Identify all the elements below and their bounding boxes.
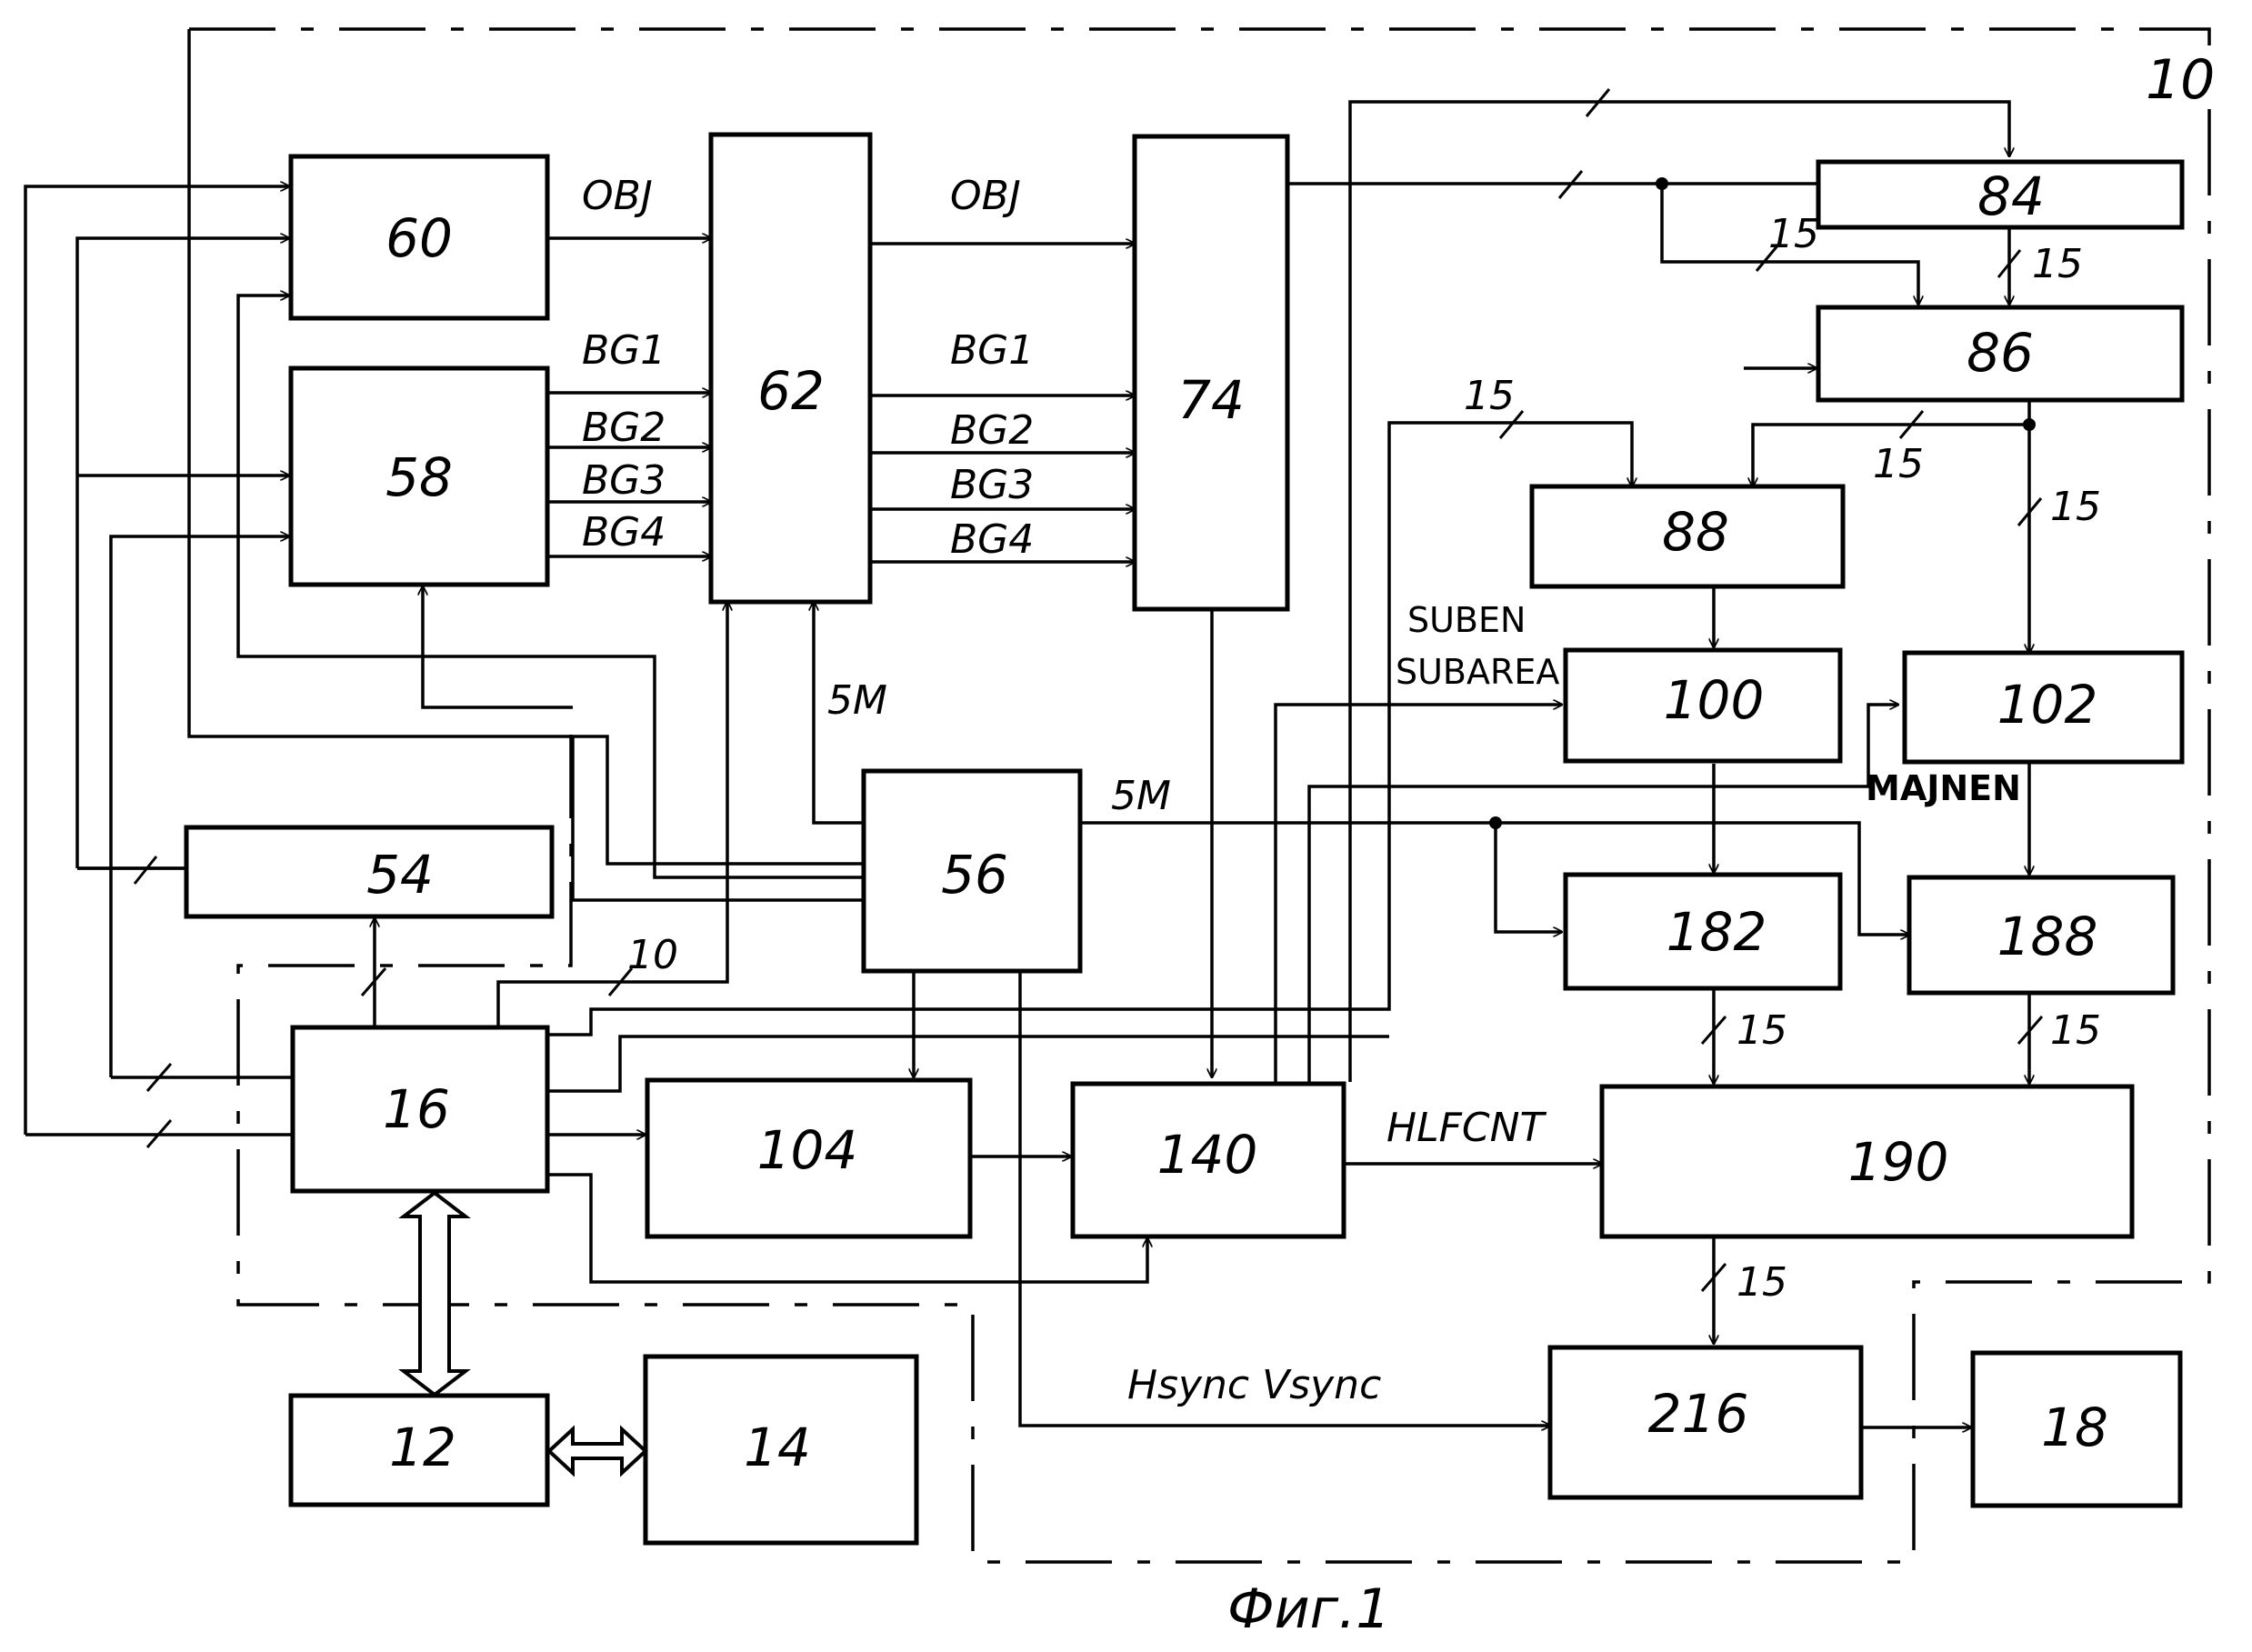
block-14: 14: [646, 1357, 916, 1543]
width-216: 15: [1737, 1259, 1787, 1306]
width-86: 15: [2032, 241, 2083, 287]
label-bg2-in: BG2: [582, 405, 666, 451]
width-188: 15: [2050, 1007, 2101, 1054]
block-74: 74: [1135, 136, 1287, 609]
label-majnen: MAJNEN: [1866, 768, 2021, 808]
block-18: 18: [1973, 1353, 2180, 1506]
width-16-62: 10: [627, 932, 678, 978]
label-hlfcnt: HLFCNT: [1386, 1105, 1547, 1151]
block-74-label: 74: [1177, 369, 1245, 431]
label-bg4-out: BG4: [950, 516, 1034, 563]
label-bg1-out: BG1: [950, 327, 1034, 374]
width-84: 15: [1768, 211, 1819, 257]
block-88-label: 88: [1662, 501, 1729, 563]
block-182: 182: [1566, 875, 1840, 988]
block-216: 216: [1550, 1347, 1861, 1497]
block-60-label: 60: [385, 207, 453, 269]
block-62: 62: [711, 135, 870, 602]
block-14-label: 14: [744, 1417, 811, 1478]
label-suben: SUBEN: [1407, 600, 1526, 640]
block-182-label: 182: [1666, 901, 1767, 963]
block-104-label: 104: [757, 1119, 858, 1181]
block-60: 60: [291, 156, 547, 318]
label-obj-out: OBJ: [950, 173, 1021, 219]
label-bg4-in: BG4: [582, 509, 666, 556]
label-subarea: SUBAREA: [1396, 652, 1559, 692]
block-18-label: 18: [2041, 1397, 2108, 1458]
block-100: 100: [1566, 650, 1840, 761]
block-100-label: 100: [1664, 669, 1765, 731]
block-12: 12: [291, 1396, 547, 1505]
width-182: 15: [1737, 1007, 1787, 1054]
block-16-label: 16: [383, 1078, 450, 1140]
block-190-label: 190: [1848, 1131, 1949, 1193]
frame-label: 10: [2146, 48, 2215, 112]
block-86-label: 86: [1967, 322, 2034, 384]
block-104: 104: [647, 1080, 970, 1236]
label-bg2-out: BG2: [950, 407, 1034, 454]
block-86: 86: [1818, 307, 2182, 400]
label-5m-62: 5M: [827, 677, 887, 724]
block-56-label: 56: [941, 844, 1008, 906]
block-16: 16: [293, 1027, 547, 1191]
block-188: 188: [1909, 877, 2173, 993]
width-88-top: 15: [1464, 373, 1515, 419]
block-54: 54: [186, 827, 552, 916]
label-bg1-in: BG1: [582, 327, 666, 374]
block-216-label: 216: [1648, 1383, 1749, 1445]
block-140: 140: [1073, 1084, 1344, 1236]
width-86-out: 15: [1873, 441, 1924, 487]
block-102-label: 102: [1997, 674, 2098, 736]
block-54-label: 54: [366, 844, 434, 906]
bus-16-12: [404, 1193, 465, 1395]
block-62-label: 62: [757, 360, 825, 422]
block-140-label: 140: [1157, 1124, 1258, 1186]
block-190: 190: [1602, 1086, 2132, 1236]
label-bg3-in: BG3: [582, 457, 666, 504]
block-188-label: 188: [1997, 906, 2098, 967]
figure-caption: Фиг.1: [1227, 1577, 1390, 1641]
label-hsync-vsync: Hsync Vsync: [1127, 1362, 1381, 1408]
bus-12-14: [549, 1429, 646, 1473]
block-88: 88: [1532, 486, 1843, 586]
width-102-in: 15: [2050, 484, 2101, 530]
block-84: 84: [1818, 162, 2182, 227]
block-56: 56: [864, 771, 1080, 971]
block-58-label: 58: [385, 446, 453, 508]
label-5m-56: 5M: [1111, 773, 1171, 819]
block-102: 102: [1905, 653, 2182, 762]
label-obj-in: OBJ: [582, 173, 653, 219]
block-58: 58: [291, 368, 547, 585]
block-12-label: 12: [389, 1417, 456, 1478]
label-bg3-out: BG3: [950, 462, 1034, 508]
block-84-label: 84: [1977, 165, 2045, 227]
